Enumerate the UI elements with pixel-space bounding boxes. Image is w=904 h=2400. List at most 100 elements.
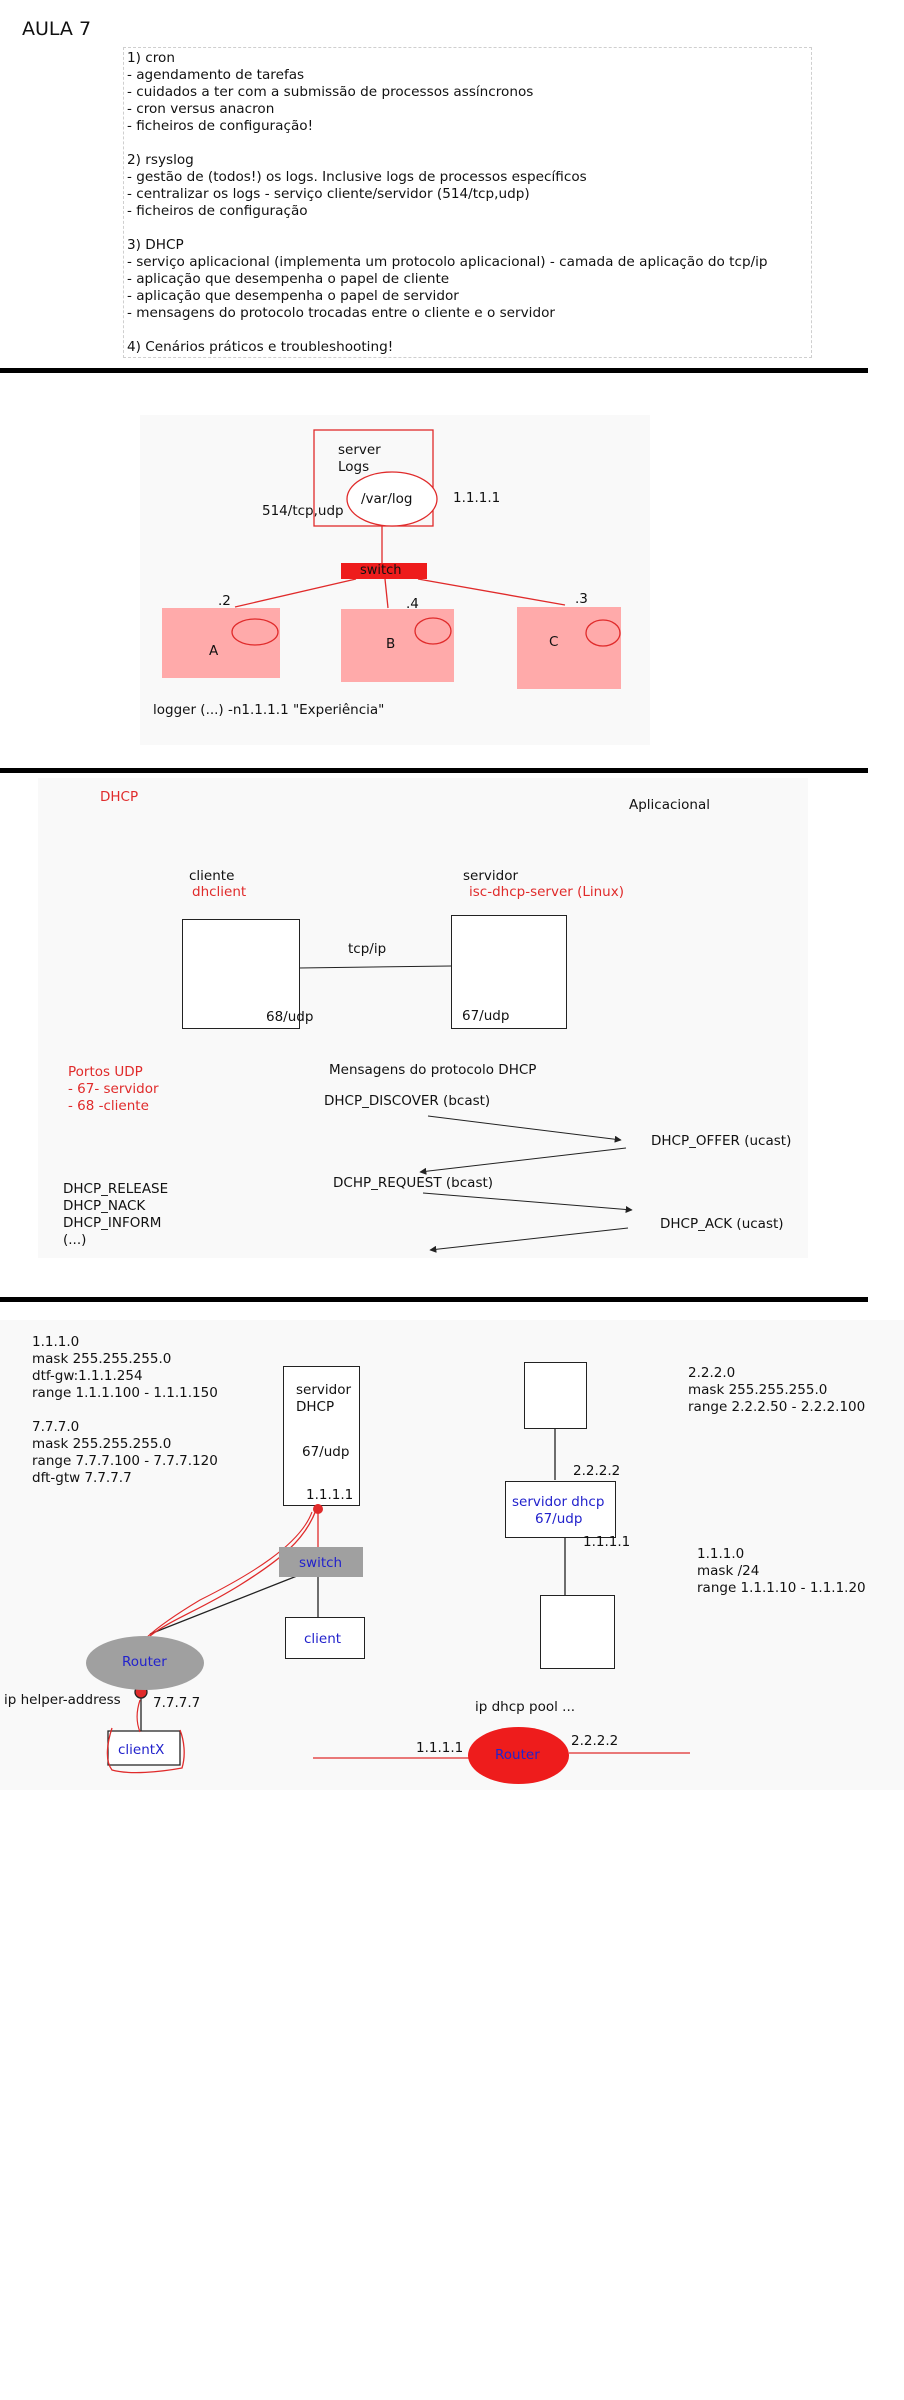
notes-line: - centralizar os logs - serviço cliente/… — [127, 186, 530, 202]
cliente-label: cliente — [189, 868, 235, 884]
cliente-box — [182, 919, 300, 1029]
client-box — [285, 1617, 365, 1659]
servidor-dhcp-label: servidor — [296, 1382, 352, 1398]
left-config: dft-gtw 7.7.7.7 — [32, 1470, 132, 1486]
offer-label: DHCP_OFFER (ucast) — [651, 1133, 792, 1149]
notes-line: - cron versus anacron — [127, 101, 275, 117]
other-msg: (...) — [63, 1232, 87, 1248]
switch-box — [341, 563, 427, 579]
rsyslog-panel — [140, 415, 650, 745]
servidor-dhcp2-port: 67/udp — [535, 1511, 583, 1527]
scenario-panel — [0, 1320, 904, 1790]
page-title: AULA 7 — [22, 18, 92, 40]
host-b-box — [341, 609, 454, 682]
dhcp-panel — [38, 778, 808, 1258]
switch-box-gray — [279, 1547, 363, 1577]
layer-label: Aplicacional — [629, 797, 711, 813]
servidor-dhcp2-box — [505, 1481, 616, 1538]
servidor-label: servidor — [463, 868, 519, 884]
other-msg: DHCP_INFORM — [63, 1215, 162, 1231]
router-ip: 7.7.7.7 — [153, 1695, 201, 1711]
host-c-box — [517, 607, 621, 689]
notes-line: - ficheiros de configuração — [127, 203, 308, 219]
right-config2: 1.1.1.0 — [697, 1546, 745, 1562]
notes-line: - mensagens do protocolo trocadas entre … — [127, 305, 555, 321]
notes-line: 4) Cenários práticos e troubleshooting! — [127, 339, 394, 355]
servidor-box — [451, 915, 567, 1029]
messages-title: Mensagens do protocolo DHCP — [329, 1062, 537, 1078]
client-port-label: 68/udp — [266, 1009, 314, 1025]
host-b-label: B — [386, 636, 396, 652]
notes-line: - gestão de (todos!) os logs. Inclusive … — [127, 169, 587, 185]
left-config: dtf-gw:1.1.1.254 — [32, 1368, 143, 1384]
ports-title: Portos UDP — [68, 1064, 143, 1080]
right-config2: mask /24 — [697, 1563, 760, 1579]
notes-line: 3) DHCP — [127, 237, 184, 253]
clientx-label: clientX — [118, 1742, 165, 1758]
discover-label: DHCP_DISCOVER (bcast) — [324, 1093, 491, 1109]
host-c-label: C — [549, 634, 559, 650]
host-bottom-box — [540, 1595, 615, 1669]
right-config1: 2.2.2.0 — [688, 1365, 736, 1381]
helper-label: ip helper-address — [4, 1692, 121, 1708]
server-label: server — [338, 442, 381, 458]
host-a-label: A — [209, 643, 219, 659]
varlog-ellipse — [346, 471, 438, 527]
section-divider — [0, 768, 868, 773]
notes-line: - aplicação que desempenha o papel de cl… — [127, 271, 450, 287]
server-port-label: 67/udp — [462, 1008, 510, 1024]
notes-line: - aplicação que desempenha o papel de se… — [127, 288, 459, 304]
client-label: client — [304, 1631, 342, 1647]
other-msg: DHCP_NACK — [63, 1198, 146, 1214]
right-ip-mid: 1.1.1.1 — [583, 1534, 631, 1550]
servidor-dhcp2-label: servidor dhcp — [512, 1494, 605, 1510]
switch-label: switch — [360, 563, 402, 578]
notes-line: - cuidados a ter com a submissão de proc… — [127, 84, 534, 100]
notes-line: - serviço aplicacional (implementa um pr… — [127, 254, 768, 270]
right-config1: mask 255.255.255.0 — [688, 1382, 828, 1398]
host-top-box — [524, 1362, 587, 1429]
pool-label: ip dhcp pool ... — [475, 1699, 576, 1715]
right-config1: range 2.2.2.50 - 2.2.2.100 — [688, 1399, 866, 1415]
notes-line: 2) rsyslog — [127, 152, 194, 168]
section-divider — [0, 1297, 868, 1302]
logger-command: logger (...) -n1.1.1.1 "Experiência" — [153, 702, 385, 718]
notes-line: 1) cron — [127, 50, 175, 66]
switch-label: switch — [299, 1555, 343, 1571]
varlog-label: /var/log — [361, 491, 413, 507]
host-c-suffix: .3 — [575, 591, 588, 607]
left-config: range 7.7.7.100 - 7.7.7.120 — [32, 1453, 218, 1469]
host-b-suffix: .4 — [406, 596, 419, 612]
router2-left-ip: 1.1.1.1 — [416, 1740, 464, 1756]
server-port: 67/udp — [302, 1444, 350, 1460]
port-label: 514/tcp,udp — [262, 503, 344, 519]
port-68: - 68 -cliente — [68, 1098, 149, 1114]
router2-right-ip: 2.2.2.2 — [571, 1733, 619, 1749]
dhcp-heading: DHCP — [100, 789, 139, 805]
notes-line: - ficheiros de configuração! — [127, 118, 314, 134]
right-config2: range 1.1.1.10 - 1.1.1.20 — [697, 1580, 866, 1596]
left-config: range 1.1.1.100 - 1.1.1.150 — [32, 1385, 218, 1401]
logs-label: Logs — [338, 459, 370, 475]
right-ip-top: 2.2.2.2 — [573, 1463, 621, 1479]
other-msg: DHCP_RELEASE — [63, 1181, 169, 1197]
ack-label: DHCP_ACK (ucast) — [660, 1216, 784, 1232]
servidor-dhcp-label: DHCP — [296, 1399, 335, 1415]
left-config: 1.1.1.0 — [32, 1334, 80, 1350]
router-label: Router — [122, 1654, 167, 1670]
server-box — [313, 429, 434, 527]
router-ellipse — [86, 1636, 204, 1690]
router2-ellipse — [468, 1727, 569, 1784]
server-ip: 1.1.1.1 — [306, 1487, 354, 1503]
port-67: - 67- servidor — [68, 1081, 159, 1097]
servidor-app: isc-dhcp-server (Linux) — [469, 884, 624, 900]
left-config: 7.7.7.0 — [32, 1419, 80, 1435]
notes-box[interactable]: 1) cron - agendamento de tarefas - cuida… — [123, 47, 812, 358]
left-config: mask 255.255.255.0 — [32, 1436, 172, 1452]
cliente-app: dhclient — [192, 884, 247, 900]
section-divider — [0, 368, 868, 373]
